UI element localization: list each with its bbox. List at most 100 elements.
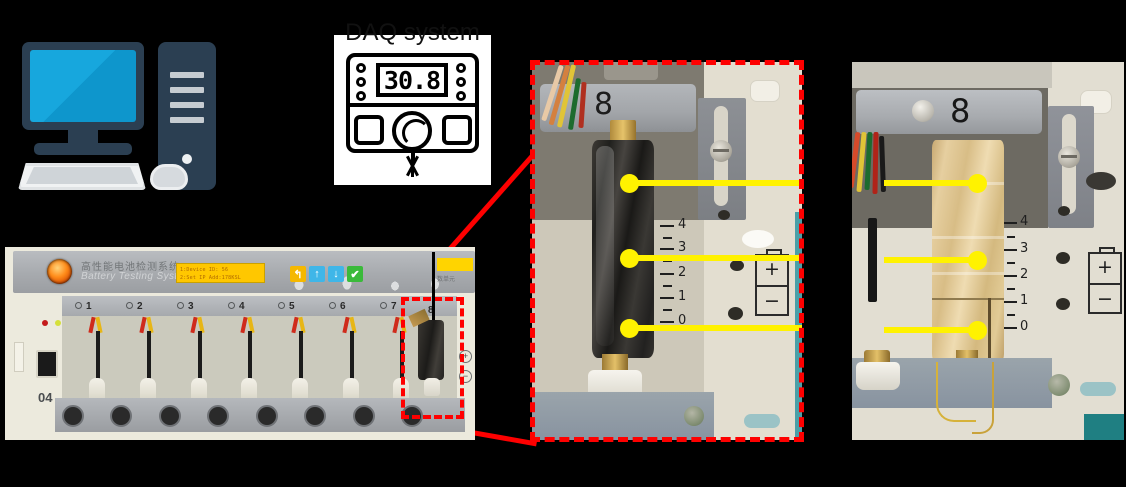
tripod-leg <box>411 155 414 177</box>
mid-top-cap <box>604 62 658 80</box>
battery-minus-label: − <box>1097 288 1113 310</box>
monitor-neck <box>68 130 98 144</box>
right-thumb-screw <box>1058 146 1080 168</box>
mid-base-platform <box>532 392 714 440</box>
machine-status-led-yellow <box>55 320 61 326</box>
right-ruler-tick <box>1007 314 1015 316</box>
machine-power-switch[interactable] <box>36 350 58 378</box>
channel-wire <box>96 331 100 381</box>
mid-callout-dot-middle <box>620 249 639 268</box>
mid-top-slot <box>750 80 780 102</box>
mid-ruler-label-0: 0 <box>678 313 687 328</box>
monitor-body <box>22 42 144 130</box>
machine-title-chinese: 高性能电池检测系统 <box>81 262 180 273</box>
machine-connector-port <box>110 405 132 427</box>
mid-ruler-tick <box>663 260 672 262</box>
daq-divider <box>346 103 479 107</box>
middle-panel-highlight-box <box>530 60 804 442</box>
right-ruler-label-2: 2 <box>1020 267 1029 282</box>
right-panel-hole <box>1056 298 1070 310</box>
mid-teal-marker <box>744 414 780 428</box>
right-dark-oval-hole <box>1086 172 1116 190</box>
machine-rack-body <box>62 316 457 404</box>
mid-callout-line-middle <box>630 255 802 261</box>
battery-minus-label: − <box>764 290 780 312</box>
daq-port-icon <box>356 91 366 101</box>
right-teal-block <box>1084 414 1124 440</box>
machine-connector-port <box>353 405 375 427</box>
channel-label-3: 3 <box>188 301 194 312</box>
channel-indicator-2 <box>126 302 133 309</box>
mid-gold-terminal <box>610 120 636 142</box>
battery-cap <box>1099 247 1115 254</box>
mid-cell-sheen <box>596 146 614 346</box>
mid-panel-hole <box>728 307 743 320</box>
daq-port-icon <box>456 77 466 87</box>
tower-power-dot <box>182 154 192 164</box>
battery-divider <box>1090 283 1120 285</box>
daq-port-icon <box>356 63 366 73</box>
machine-unit-number: 04 <box>38 390 53 405</box>
channel-label-8: 8 <box>428 305 434 316</box>
machine-side-label <box>14 342 24 372</box>
keyboard-keys <box>26 167 138 184</box>
channel-label-2: 2 <box>137 301 143 312</box>
right-wire <box>872 131 879 195</box>
mid-ruler-tick <box>663 237 672 239</box>
monitor-screen <box>30 50 136 122</box>
mid-ruler-tick <box>660 273 674 275</box>
machine-status-led-red <box>42 320 48 326</box>
tower-slot <box>170 87 204 93</box>
lcd-line-2: 2:Set IP Add:178KSL <box>180 275 241 281</box>
channel-label-4: 4 <box>239 301 245 312</box>
right-bracket-hole <box>1058 206 1070 216</box>
nav-confirm-button[interactable]: ✔ <box>347 266 363 282</box>
channel-wire <box>147 331 151 381</box>
daq-display-frame <box>376 63 448 97</box>
nav-back-button[interactable]: ↰ <box>290 266 306 282</box>
mid-callout-line-top <box>630 180 802 186</box>
right-ruler-tick <box>1004 275 1017 277</box>
mid-battery-symbol-icon: + − <box>755 249 789 316</box>
middle-zoom-photo: 8 4 3 2 <box>532 62 802 440</box>
right-wire-bundle <box>852 131 892 202</box>
right-ruler-tick <box>1007 288 1015 290</box>
mid-ruler-tick <box>660 248 674 250</box>
machine-plus-terminal: + <box>459 350 472 363</box>
channel-indicator-5 <box>278 302 285 309</box>
channel-label-5: 5 <box>289 301 295 312</box>
machine-connector-port <box>62 405 84 427</box>
machine-title-english: Battery Testing System <box>81 271 193 282</box>
machine-minus-terminal: − <box>459 370 472 383</box>
channel-indicator-4 <box>228 302 235 309</box>
mid-ruler-label-4: 4 <box>678 217 687 232</box>
right-ruler-label-4: 4 <box>1020 214 1029 229</box>
right-top-shadow <box>852 62 1052 88</box>
lcd-line-1: 1:Device ID: 56 <box>180 267 229 273</box>
right-clamp-bar <box>856 90 1042 134</box>
mid-ruler-label-2: 2 <box>678 265 687 280</box>
right-zoom-photo: 8 4 <box>852 62 1124 440</box>
right-yellow-lead-wire <box>972 362 994 434</box>
mid-bracket-hole <box>718 210 730 220</box>
nav-down-button[interactable]: ↓ <box>328 266 344 282</box>
channel-wire <box>198 331 202 381</box>
channel-8-pointer-line <box>432 252 435 320</box>
right-panel-hole <box>1056 252 1070 264</box>
mid-callout-line-bottom <box>630 325 802 331</box>
mid-platform-screw <box>684 406 704 426</box>
channel-wire <box>299 331 303 381</box>
right-cell-sample <box>932 140 1004 362</box>
nav-up-button[interactable]: ↑ <box>309 266 325 282</box>
mid-ruler-tick <box>660 297 674 299</box>
mid-ruler-label-1: 1 <box>678 289 687 304</box>
daq-label: DAQ system <box>345 19 480 46</box>
tower-slot <box>170 117 204 123</box>
machine-connector-port <box>256 405 278 427</box>
daq-left-button-icon <box>354 115 384 145</box>
mid-ruler-label-3: 3 <box>678 240 687 255</box>
channel-indicator-1 <box>75 302 82 309</box>
right-ruler-tick <box>1007 262 1015 264</box>
daq-port-icon <box>456 63 466 73</box>
